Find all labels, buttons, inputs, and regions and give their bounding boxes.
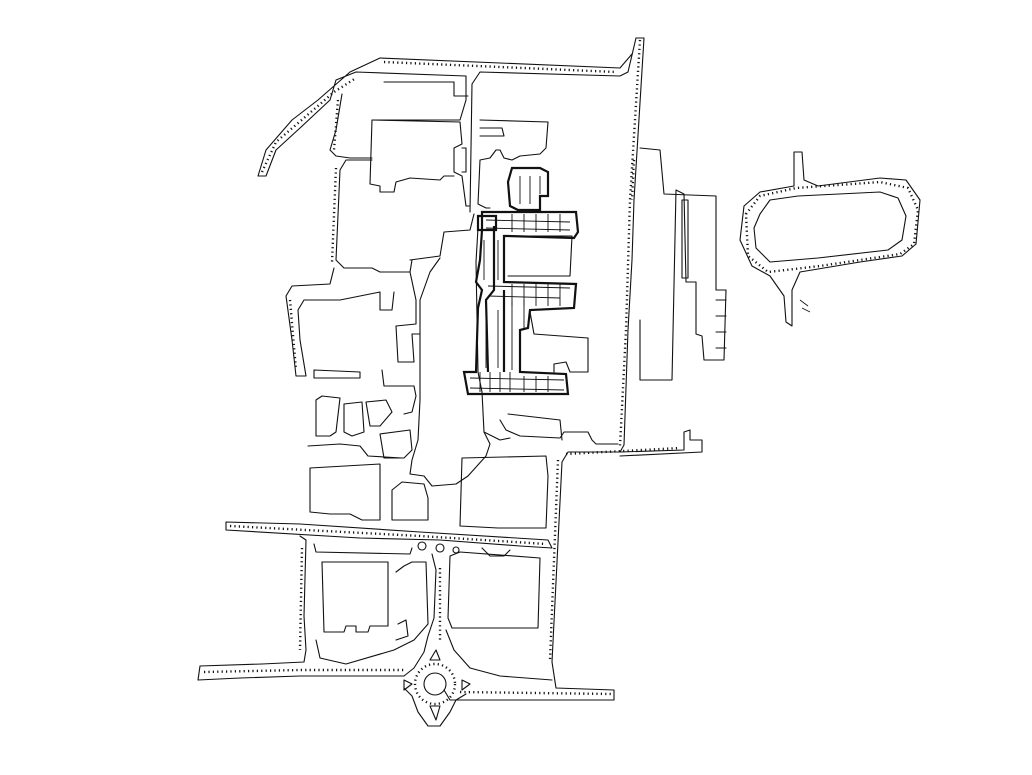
- central-courtyard: [409, 227, 619, 487]
- running-track: [739, 151, 921, 327]
- roundabout: [403, 553, 471, 727]
- main-building-complex: [462, 166, 589, 396]
- north-buildings: [369, 81, 549, 209]
- south-crossroad: [225, 521, 553, 554]
- north-perimeter-road: [257, 53, 633, 177]
- west-perimeter-road: [285, 159, 475, 415]
- south-central-buildings: [307, 395, 549, 529]
- east-parking: [630, 147, 727, 381]
- southeast-road-branch: [565, 429, 703, 457]
- south-west-block: [197, 535, 553, 681]
- east-road: [443, 37, 645, 701]
